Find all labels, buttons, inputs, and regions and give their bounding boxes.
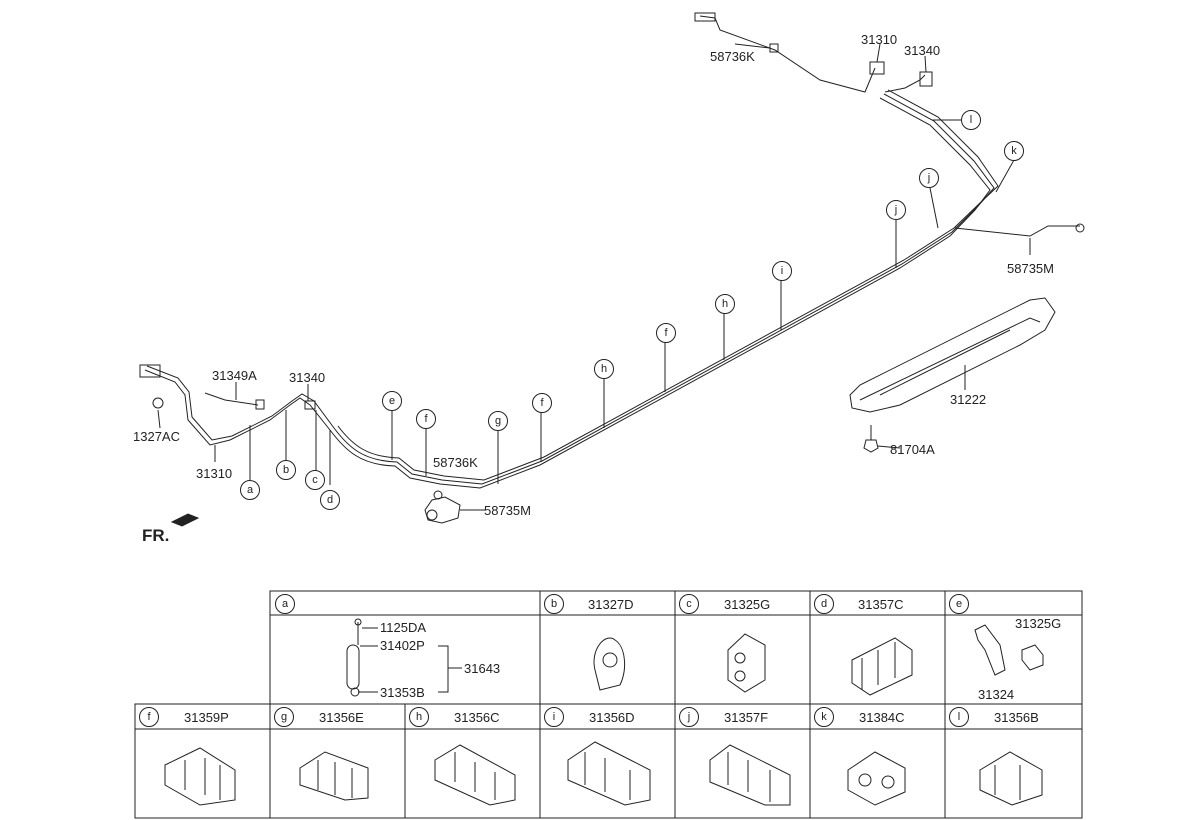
callout-d: d	[320, 490, 340, 510]
heat-shield-31222	[849, 297, 1056, 413]
sub-label-31325g-e: 31325G	[1015, 616, 1062, 631]
canister-port	[426, 509, 438, 521]
table-part-d: 31357C	[858, 597, 904, 612]
table-part-f: 31359P	[184, 710, 229, 725]
label-31310-top: 31310	[861, 32, 898, 47]
sub-label-1125da: 1125DA	[380, 620, 427, 635]
clip-31357c	[851, 637, 913, 696]
table-letter-b: b	[544, 594, 564, 614]
sub-label-31324: 31324	[978, 687, 1015, 702]
leader-lines	[157, 43, 1031, 511]
connector-31340-left	[304, 400, 316, 410]
table-letter-h: h	[409, 707, 429, 727]
table-part-j: 31357F	[724, 710, 769, 725]
clip-31327d	[593, 637, 626, 691]
canister-58735m	[424, 496, 461, 524]
table-letter-i: i	[544, 707, 564, 727]
rear-line-31340	[884, 74, 926, 93]
callout-j-2: j	[919, 168, 939, 188]
table-letter-e: e	[949, 594, 969, 614]
callout-c: c	[305, 470, 325, 490]
table-part-c: 31325G	[724, 597, 771, 612]
parts-table-grid	[134, 590, 1083, 819]
callout-b: b	[276, 460, 296, 480]
left-line-31310	[144, 369, 331, 446]
label-58736k-mid: 58736K	[433, 455, 478, 470]
bracket-58736k-top	[694, 12, 716, 22]
callout-f-3: f	[656, 323, 676, 343]
clip-31356e	[299, 751, 369, 801]
label-31340-left: 31340	[289, 370, 326, 385]
clip-31325g	[727, 633, 766, 693]
rear-line-58735m	[954, 225, 1080, 237]
callout-k: k	[1004, 141, 1024, 161]
table-letter-l: l	[949, 707, 969, 727]
table-letter-k: k	[814, 707, 834, 727]
clip-31356d	[567, 741, 651, 806]
callout-f-2: f	[532, 393, 552, 413]
callout-j-1: j	[886, 200, 906, 220]
bracket-31324	[974, 624, 1044, 676]
table-letter-g: g	[274, 707, 294, 727]
part-a-assembly	[346, 618, 462, 697]
callout-h-1: h	[594, 359, 614, 379]
table-letter-a: a	[275, 594, 295, 614]
table-part-l: 31356B	[994, 710, 1039, 725]
table-letter-d: d	[814, 594, 834, 614]
table-part-i: 31356D	[589, 710, 635, 725]
bolt-81704a	[863, 425, 879, 453]
callout-g: g	[488, 411, 508, 431]
table-part-h: 31356C	[454, 710, 500, 725]
label-58735m-right: 58735M	[1007, 261, 1054, 276]
left-line-31310-inner	[146, 365, 335, 441]
left-line-31349a	[204, 392, 259, 406]
callout-e: e	[382, 391, 402, 411]
connector-31310-top	[869, 61, 885, 75]
clip-31356b	[979, 751, 1043, 806]
front-marker: FR.	[142, 526, 170, 545]
table-part-k: 31384C	[859, 710, 905, 725]
label-81704a: 81704A	[890, 442, 935, 457]
label-31310-left: 31310	[196, 466, 233, 481]
fuel-line-bundle	[329, 89, 999, 489]
table-letter-f: f	[139, 707, 159, 727]
callout-f-1: f	[416, 409, 436, 429]
table-part-g: 31356E	[319, 710, 364, 725]
table-letter-c: c	[679, 594, 699, 614]
label-1327ac: 1327AC	[133, 429, 180, 444]
hose-clamp-31349a	[255, 399, 265, 410]
callout-l: l	[961, 110, 981, 130]
callout-h-2: h	[715, 294, 735, 314]
clip-31384c	[847, 751, 906, 806]
sub-label-31353b: 31353B	[380, 685, 425, 700]
bracket-left	[139, 364, 161, 378]
clip-31359p	[164, 747, 236, 806]
label-58735m-mid: 58735M	[484, 503, 531, 518]
nut-1327ac	[152, 397, 164, 409]
heat-shield-inner	[859, 317, 1041, 401]
end-fitting-58735m	[1075, 223, 1085, 233]
canister-fitting-58736k	[433, 490, 443, 500]
label-31340-top: 31340	[904, 43, 941, 58]
table-part-b: 31327D	[588, 597, 634, 612]
label-58736k-top: 58736K	[710, 49, 755, 64]
callout-i: i	[772, 261, 792, 281]
clip-31357f	[709, 744, 791, 806]
sub-label-31643: 31643	[464, 661, 501, 676]
front-arrow-icon	[170, 513, 200, 527]
connector-31340-top	[919, 71, 933, 87]
label-31222: 31222	[950, 392, 987, 407]
label-31349a: 31349A	[212, 368, 257, 383]
sub-label-31402p: 31402P	[380, 638, 425, 653]
table-letter-j: j	[679, 707, 699, 727]
clip-31356c	[434, 744, 516, 806]
callout-a: a	[240, 480, 260, 500]
